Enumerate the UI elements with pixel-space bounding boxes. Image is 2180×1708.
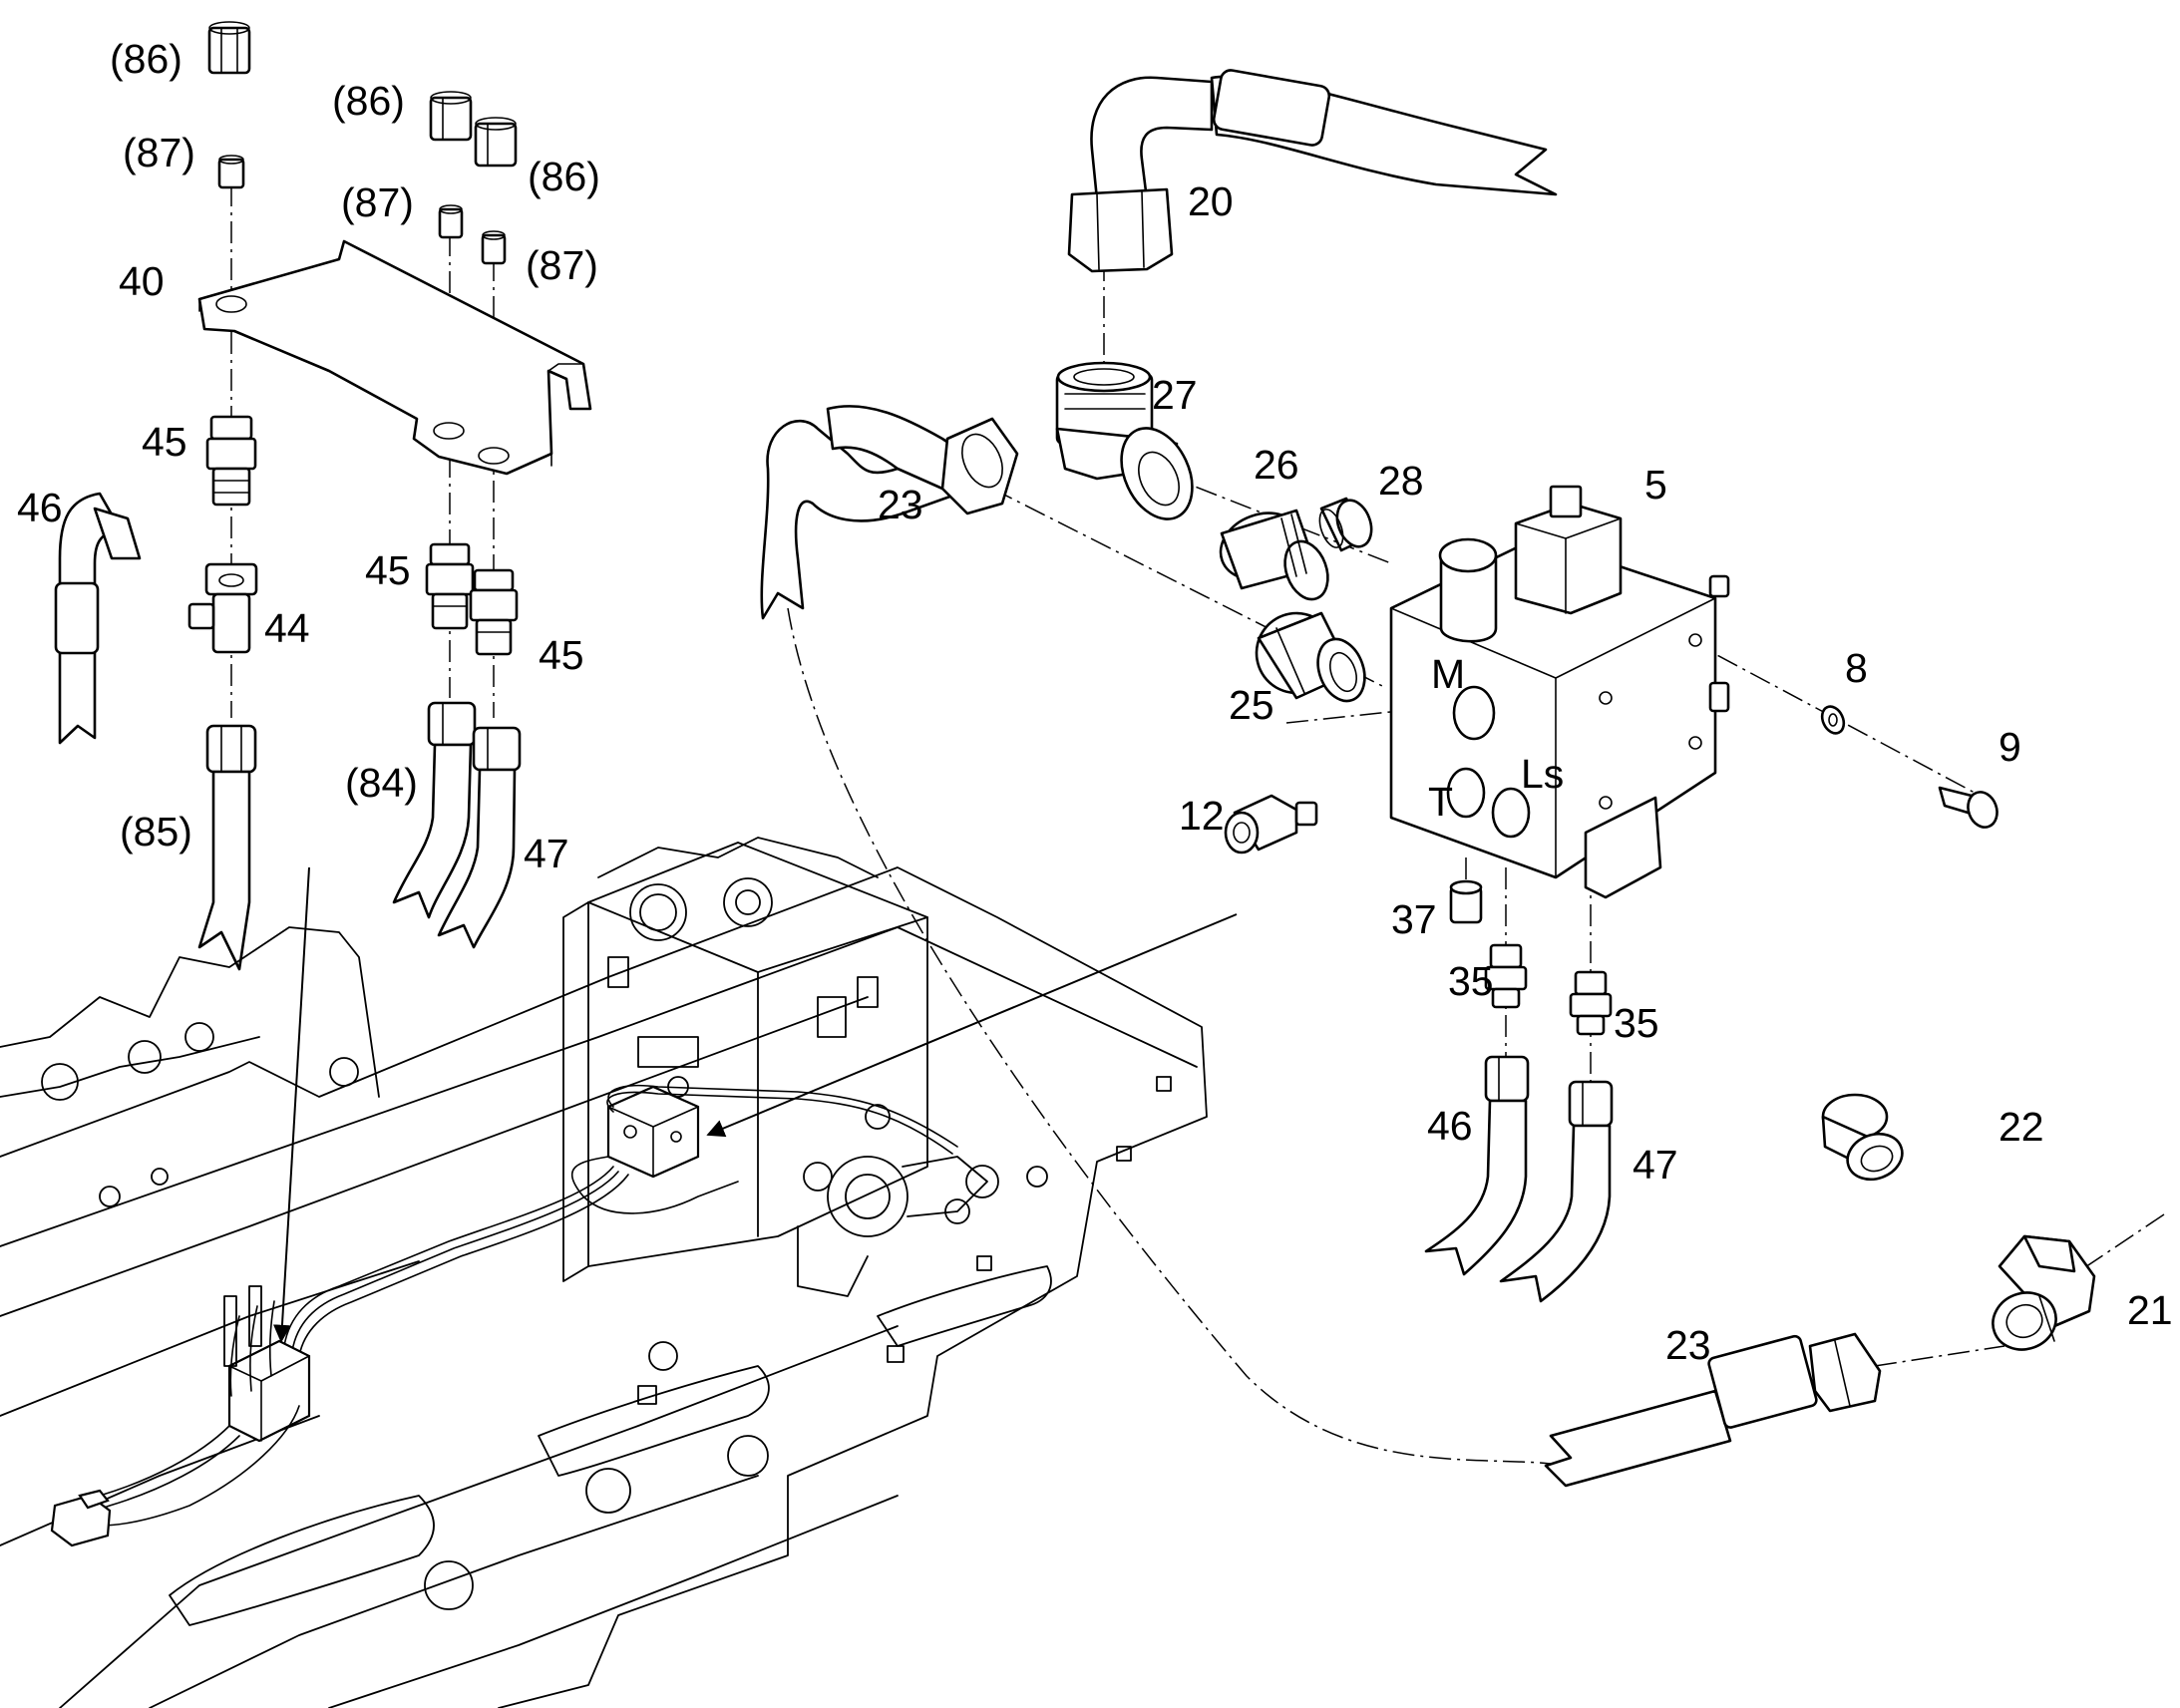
callout-86-mid: (86) (332, 78, 405, 124)
callout-47-left: 47 (524, 831, 569, 876)
bulkhead-fitting-45-right (469, 568, 519, 656)
hoses-84-47-left (392, 701, 522, 949)
callout-25: 25 (1229, 682, 1274, 728)
callout-28: 28 (1378, 458, 1424, 504)
fitting-35-left (1484, 943, 1528, 1009)
plug-22 (1821, 1093, 1904, 1182)
callout-85: (85) (120, 809, 192, 854)
svg-text:M: M (1431, 651, 1465, 697)
hose-23-upper (760, 405, 1019, 620)
callout-45-mid: 45 (365, 547, 411, 593)
bulkhead-fitting-45-left (205, 415, 257, 507)
elbow-27 (1055, 361, 1194, 520)
callout-47-right: 47 (1633, 1142, 1678, 1188)
callout-5: 5 (1644, 462, 1667, 508)
callout-45-left: 45 (142, 419, 187, 465)
callout-45-right: 45 (539, 632, 584, 678)
callout-87-right: (87) (526, 242, 598, 288)
hoses-46-47-right (1424, 1055, 1614, 1303)
fitting-25 (1255, 611, 1366, 703)
tee-fitting-44 (187, 562, 258, 654)
valve-block-5: M T Ls (1389, 485, 1730, 899)
fitting-35-right (1569, 970, 1613, 1036)
fitting-26 (1219, 509, 1329, 601)
left-fitting-group (54, 21, 592, 971)
callout-86-left: (86) (110, 36, 182, 82)
sleeve-87-mid (438, 204, 464, 239)
svg-text:Ls: Ls (1521, 751, 1564, 797)
hose-46-left (54, 492, 142, 745)
nut-86-right (474, 117, 518, 168)
bulkhead-fitting-45-mid (425, 542, 475, 630)
hose-20 (1067, 69, 1558, 273)
elbow-21 (1992, 1234, 2096, 1351)
callout-labels: (86) (87) (86) (86) (87) (87) 40 45 46 4… (17, 36, 2173, 1368)
callout-23-upper: 23 (878, 482, 923, 527)
callout-84: (84) (345, 760, 418, 806)
callout-44: 44 (264, 605, 310, 651)
callout-37: 37 (1391, 896, 1437, 942)
screw-9 (1938, 786, 1998, 829)
callout-87-left: (87) (123, 130, 195, 175)
callout-22: 22 (1998, 1104, 2044, 1150)
callout-46-left: 46 (17, 485, 63, 530)
callout-26: 26 (1254, 442, 1299, 488)
callout-86-right: (86) (528, 154, 600, 199)
hose-85 (197, 724, 257, 971)
nut-86-mid (429, 91, 473, 142)
callout-87-mid: (87) (341, 179, 414, 225)
callout-23-lower: 23 (1665, 1322, 1711, 1368)
plug-37 (1449, 879, 1483, 924)
nut-86-left (207, 21, 251, 75)
callout-12: 12 (1179, 793, 1225, 839)
callout-9: 9 (1998, 724, 2021, 770)
sleeve-87-left (217, 155, 245, 189)
valve-assembly: M T Ls (760, 69, 2096, 1488)
hose-23-lower (1544, 1332, 1882, 1488)
location-leader-arrows (272, 866, 1238, 1343)
callout-40: 40 (119, 258, 165, 304)
callout-8: 8 (1845, 645, 1868, 691)
callout-20: 20 (1188, 178, 1234, 224)
callout-35-left: 35 (1448, 958, 1494, 1004)
callout-27: 27 (1152, 372, 1198, 418)
bracket-40 (197, 239, 592, 476)
svg-text:T: T (1428, 779, 1453, 825)
washer-8 (1820, 705, 1846, 735)
callout-46-right: 46 (1427, 1103, 1473, 1149)
plug-12 (1224, 794, 1318, 854)
plug-28 (1318, 497, 1373, 552)
machine-chassis (0, 837, 1208, 1708)
sleeve-87-right (481, 230, 507, 265)
callout-21: 21 (2127, 1287, 2173, 1333)
callout-35-right: 35 (1614, 1000, 1659, 1046)
